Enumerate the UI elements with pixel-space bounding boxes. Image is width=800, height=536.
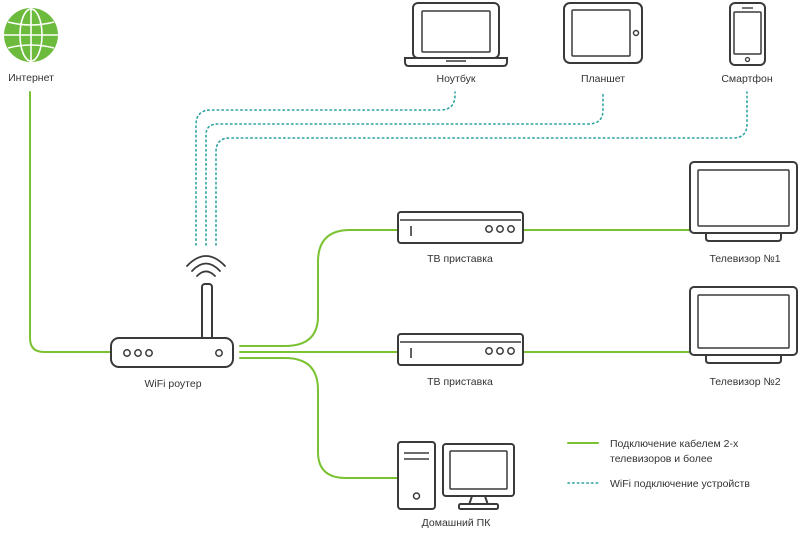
tv-2-label: Телевизор №2	[709, 376, 780, 388]
tv-icon	[689, 161, 798, 242]
tv-box-2-label: ТВ приставка	[427, 376, 493, 388]
tv-box-1-label: ТВ приставка	[427, 253, 493, 265]
tv-1-label: Телевизор №1	[709, 253, 780, 265]
legend-cable-line2: телевизоров и более	[610, 453, 713, 465]
legend: Подключение кабелем 2-х телевизоров и бо…	[567, 438, 750, 490]
router-label: WiFi роутер	[144, 378, 201, 390]
set-top-box-icon	[397, 333, 524, 366]
tablet-icon	[563, 2, 643, 64]
wifi-router-icon	[110, 283, 234, 368]
globe-icon	[4, 8, 58, 62]
wifi-link-smartphone	[215, 91, 748, 246]
home-pc-label: Домашний ПК	[422, 517, 492, 529]
smartphone-label: Смартфон	[721, 73, 773, 85]
legend-wifi-label: WiFi подключение устройств	[610, 478, 750, 490]
cable-connections	[29, 91, 691, 479]
legend-cable-line1: Подключение кабелем 2-х	[610, 438, 739, 450]
wifi-link-laptop	[195, 91, 456, 246]
internet-label: Интернет	[8, 72, 54, 84]
smartphone-icon	[729, 2, 766, 66]
wifi-link-tablet	[205, 91, 604, 246]
set-top-box-icon	[397, 211, 524, 244]
wifi-connections	[195, 91, 748, 246]
tv-icon	[689, 286, 798, 364]
laptop-icon	[404, 2, 508, 67]
tablet-label: Планшет	[581, 73, 625, 85]
wifi-signal-icon	[186, 255, 226, 277]
cable-router-tvbox-1	[239, 229, 399, 347]
laptop-label: Ноутбук	[437, 73, 476, 85]
cable-internet-router	[29, 91, 111, 353]
desktop-pc-icon	[397, 441, 515, 510]
cable-router-pc	[239, 357, 399, 479]
